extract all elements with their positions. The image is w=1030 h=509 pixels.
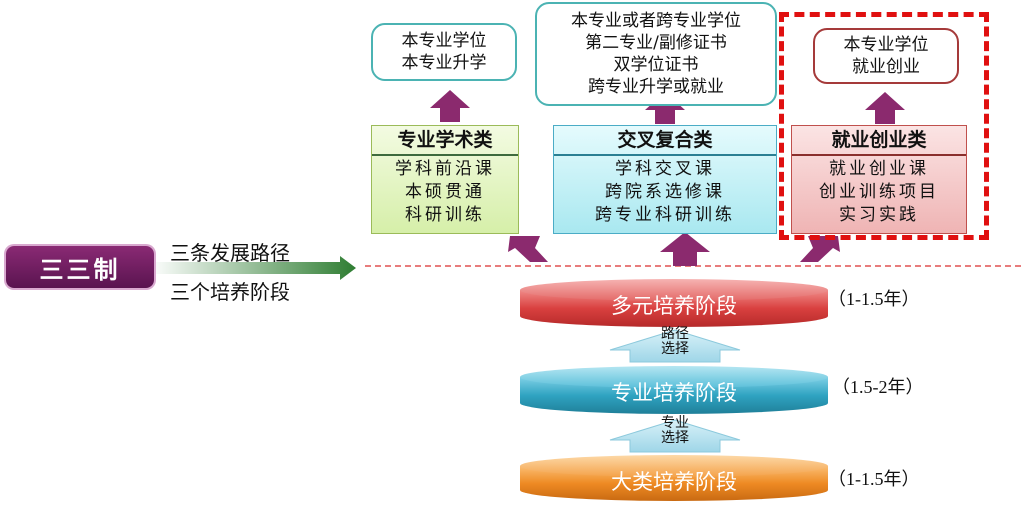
track-item: 本硕贯通	[405, 182, 485, 202]
outcome-line: 跨专业升学或就业	[588, 77, 724, 97]
outcome-line: 本专业学位	[401, 31, 487, 51]
outcome-line: 第二专业/副修证书	[585, 33, 727, 53]
stage-arrow-center	[660, 232, 710, 266]
major-selection-label: 专业 选择	[655, 416, 695, 446]
stage-years-2: （1.5-2年）	[832, 377, 924, 397]
major-selection-line1: 专业	[661, 415, 689, 431]
path-selection-line2: 选择	[661, 341, 689, 357]
stage-cylinder-1	[520, 279, 828, 327]
up-arrow-1	[430, 90, 470, 122]
track-title: 交叉复合类	[554, 126, 776, 156]
track-item: 创业训练项目	[819, 182, 939, 202]
stage-arrow-left	[508, 236, 548, 262]
outcome-box-employment: 本专业学位 就业创业	[813, 28, 959, 84]
track-employment: 就业创业类 就业创业课 创业训练项目 实习实践	[791, 125, 967, 234]
track-item: 跨专业科研训练	[595, 205, 735, 225]
track-item: 跨院系选修课	[605, 182, 725, 202]
highlight-frame	[779, 12, 989, 240]
upward-arrows	[430, 90, 905, 266]
stage-name-1: 多元培养阶段	[611, 294, 737, 318]
outcome-line: 本专业升学	[401, 53, 487, 73]
stage-arrow-right	[800, 236, 840, 262]
stage-name-3: 大类培养阶段	[611, 470, 737, 494]
track-item: 学科前沿课	[395, 159, 495, 179]
outcome-box-interdisciplinary: 本专业或者跨专业学位 第二专业/副修证书 双学位证书 跨专业升学或就业	[535, 2, 777, 106]
track-interdisciplinary: 交叉复合类 学科交叉课 跨院系选修课 跨专业科研训练	[553, 125, 777, 234]
stages-label: 三个培养阶段	[170, 280, 290, 304]
major-select-arrow	[609, 419, 741, 453]
stage-name-2: 专业培养阶段	[611, 381, 737, 405]
stage-years-1: （1-1.5年）	[828, 289, 920, 309]
track-title: 专业学术类	[372, 126, 518, 156]
track-title: 就业创业类	[792, 126, 966, 156]
up-arrow-2	[645, 92, 685, 124]
outcome-box-academic: 本专业学位 本专业升学	[371, 23, 517, 81]
major-selection-line2: 选择	[661, 430, 689, 446]
outcome-line: 就业创业	[852, 57, 920, 77]
up-arrow-3	[865, 92, 905, 124]
path-selection-label: 路径 选择	[655, 327, 695, 357]
outcome-line: 本专业学位	[843, 35, 929, 55]
axis-arrow	[150, 256, 356, 280]
path-select-arrow	[609, 329, 741, 363]
stage-cylinder-2	[520, 366, 828, 414]
outcome-line: 双学位证书	[613, 55, 699, 75]
stage-cylinder-3	[520, 455, 828, 501]
track-item: 科研训练	[405, 205, 485, 225]
track-item: 学科交叉课	[615, 159, 715, 179]
outcome-line: 本专业或者跨专业学位	[571, 11, 741, 31]
stage-years-3: （1-1.5年）	[828, 469, 920, 489]
track-item: 实习实践	[839, 205, 919, 225]
track-item: 就业创业课	[829, 159, 929, 179]
path-selection-line1: 路径	[661, 326, 689, 342]
paths-label: 三条发展路径	[170, 241, 290, 265]
track-academic: 专业学术类 学科前沿课 本硕贯通 科研训练	[371, 125, 519, 234]
system-badge: 三三制	[6, 246, 154, 288]
